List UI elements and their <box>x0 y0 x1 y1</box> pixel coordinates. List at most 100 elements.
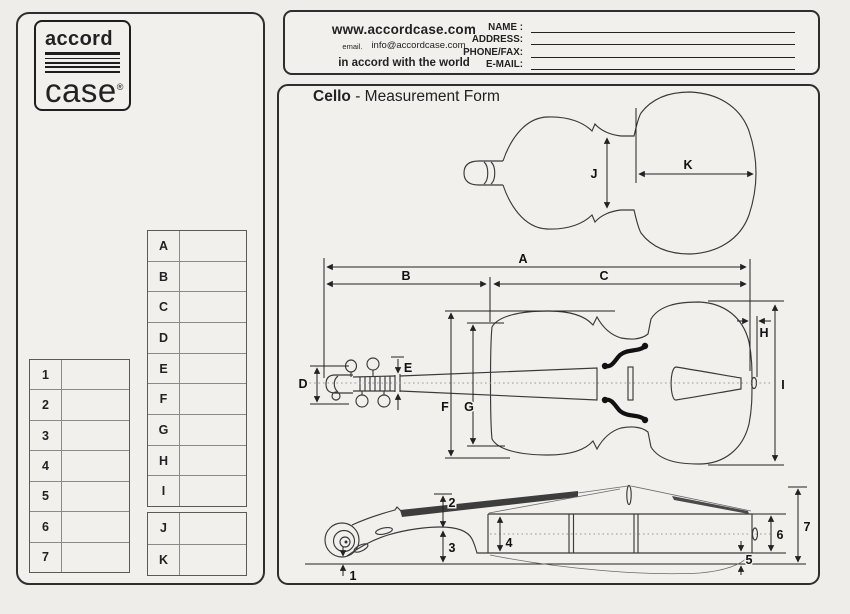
email-address: info@accordcase.com <box>371 40 466 51</box>
bridge-side-view <box>626 484 632 506</box>
measure-key-label: 6 <box>30 512 62 542</box>
measure-key-label: K <box>148 544 180 575</box>
measure-key-label: A <box>148 231 180 261</box>
measure-key-label: 5 <box>30 481 62 512</box>
measure-value-cell <box>180 545 246 576</box>
dim-label-1: 1 <box>350 569 357 583</box>
measure-key-label: I <box>148 476 180 507</box>
rib-outline <box>487 513 753 554</box>
website-text: www.accordcase.com <box>331 22 477 37</box>
measure-row-F: F <box>148 383 246 415</box>
dim-1: 1 <box>339 547 358 585</box>
measure-key-label: H <box>148 445 180 476</box>
measure-row-K: K <box>148 543 246 576</box>
dim-4: 4 <box>496 516 514 552</box>
dim-K: K <box>635 108 754 183</box>
phone-fax-fill-line <box>531 48 795 58</box>
f-holes <box>601 342 649 424</box>
measure-key-label: 4 <box>30 451 62 481</box>
accordcase-logo: accord case® <box>34 20 131 111</box>
neck-stub-outline <box>463 160 503 186</box>
dim-label-I: I <box>781 378 784 392</box>
dim-I: I <box>708 300 786 466</box>
dim-B: B <box>326 268 491 322</box>
measure-row-D: D <box>148 322 246 353</box>
measure-row-H: H <box>148 444 246 476</box>
measure-row-1: 1 <box>30 360 129 390</box>
dim-label-J: J <box>591 167 598 181</box>
phone-fax-label: PHONE/FAX: <box>463 46 523 58</box>
dim-label-D: D <box>298 377 307 391</box>
dim-A: A <box>323 251 751 378</box>
dim-F: F <box>440 310 615 459</box>
dim-label-7: 7 <box>804 520 811 534</box>
neck-stub-contour <box>483 161 496 185</box>
logo-case-text: case <box>45 71 117 109</box>
measure-row-E: E <box>148 352 246 384</box>
logo-rule <box>45 57 120 60</box>
address-fill-line <box>531 35 795 45</box>
measure-row-3: 3 <box>30 419 129 451</box>
email-fill-line <box>531 60 795 70</box>
measure-value-cell <box>62 451 129 480</box>
string-line-left <box>577 485 629 494</box>
bridge-front-view <box>627 366 634 401</box>
measure-row-4: 4 <box>30 450 129 481</box>
dim-C: C <box>493 268 747 288</box>
dim-label-G: G <box>464 400 474 414</box>
dim-label-3: 3 <box>449 541 456 555</box>
tailpiece-outline <box>670 366 742 401</box>
measure-row-A: A <box>148 231 246 261</box>
title-suffix: - Measurement Form <box>350 88 500 105</box>
measure-value-cell <box>62 512 129 541</box>
dim-label-B: B <box>401 269 410 283</box>
measure-key-label: J <box>148 513 180 544</box>
email-field-label: E-MAIL: <box>485 59 523 71</box>
string-line-right <box>630 485 752 512</box>
name-fill-line <box>531 23 795 33</box>
measure-value-cell <box>180 513 246 544</box>
measure-value-cell <box>180 384 246 414</box>
dim-label-2: 2 <box>449 496 456 510</box>
measure-row-B: B <box>148 260 246 292</box>
dim-6: 6 <box>752 513 786 554</box>
measure-row-2: 2 <box>30 389 129 420</box>
page-title: Cello - Measurement Form <box>313 88 500 106</box>
measure-value-cell <box>62 543 129 572</box>
logo-word-case: case® <box>45 71 123 109</box>
measure-key-label: 1 <box>30 360 62 390</box>
measure-key-label: C <box>148 292 180 323</box>
dim-label-6: 6 <box>777 528 784 542</box>
field-row-address: ADDRESS: <box>385 33 795 45</box>
measure-row-G: G <box>148 414 246 445</box>
email-row: email. info@accordcase.com <box>313 40 495 51</box>
measure-row-5: 5 <box>30 480 129 512</box>
dim-5: 5 <box>737 541 754 575</box>
pegbox-outline <box>352 375 396 392</box>
dim-label-H: H <box>759 326 768 340</box>
cello-top-view-diagram: J K <box>463 91 757 255</box>
measure-key-label: E <box>148 353 180 384</box>
dim-G: G <box>463 322 505 447</box>
logo-rule <box>45 66 120 69</box>
dim-D: D <box>297 365 349 405</box>
dim-label-A: A <box>518 252 527 266</box>
company-tagline: in accord with the world <box>338 57 470 69</box>
dim-label-4: 4 <box>506 536 513 550</box>
dim-label-5: 5 <box>746 553 753 567</box>
dim-7: 7 <box>788 486 812 563</box>
diagram-panel <box>277 84 820 585</box>
pegbox-slot <box>375 526 393 536</box>
body-outline-front-view <box>489 301 753 465</box>
measure-value-cell <box>180 446 246 476</box>
measure-value-cell <box>62 482 129 511</box>
endpin-side-view <box>751 527 759 541</box>
cello-front-view-diagram: A B C D E F <box>297 251 786 466</box>
measure-value-cell <box>180 292 246 322</box>
dim-H: H <box>737 316 771 377</box>
measure-value-cell <box>62 360 129 389</box>
dim-E: E <box>391 356 414 410</box>
